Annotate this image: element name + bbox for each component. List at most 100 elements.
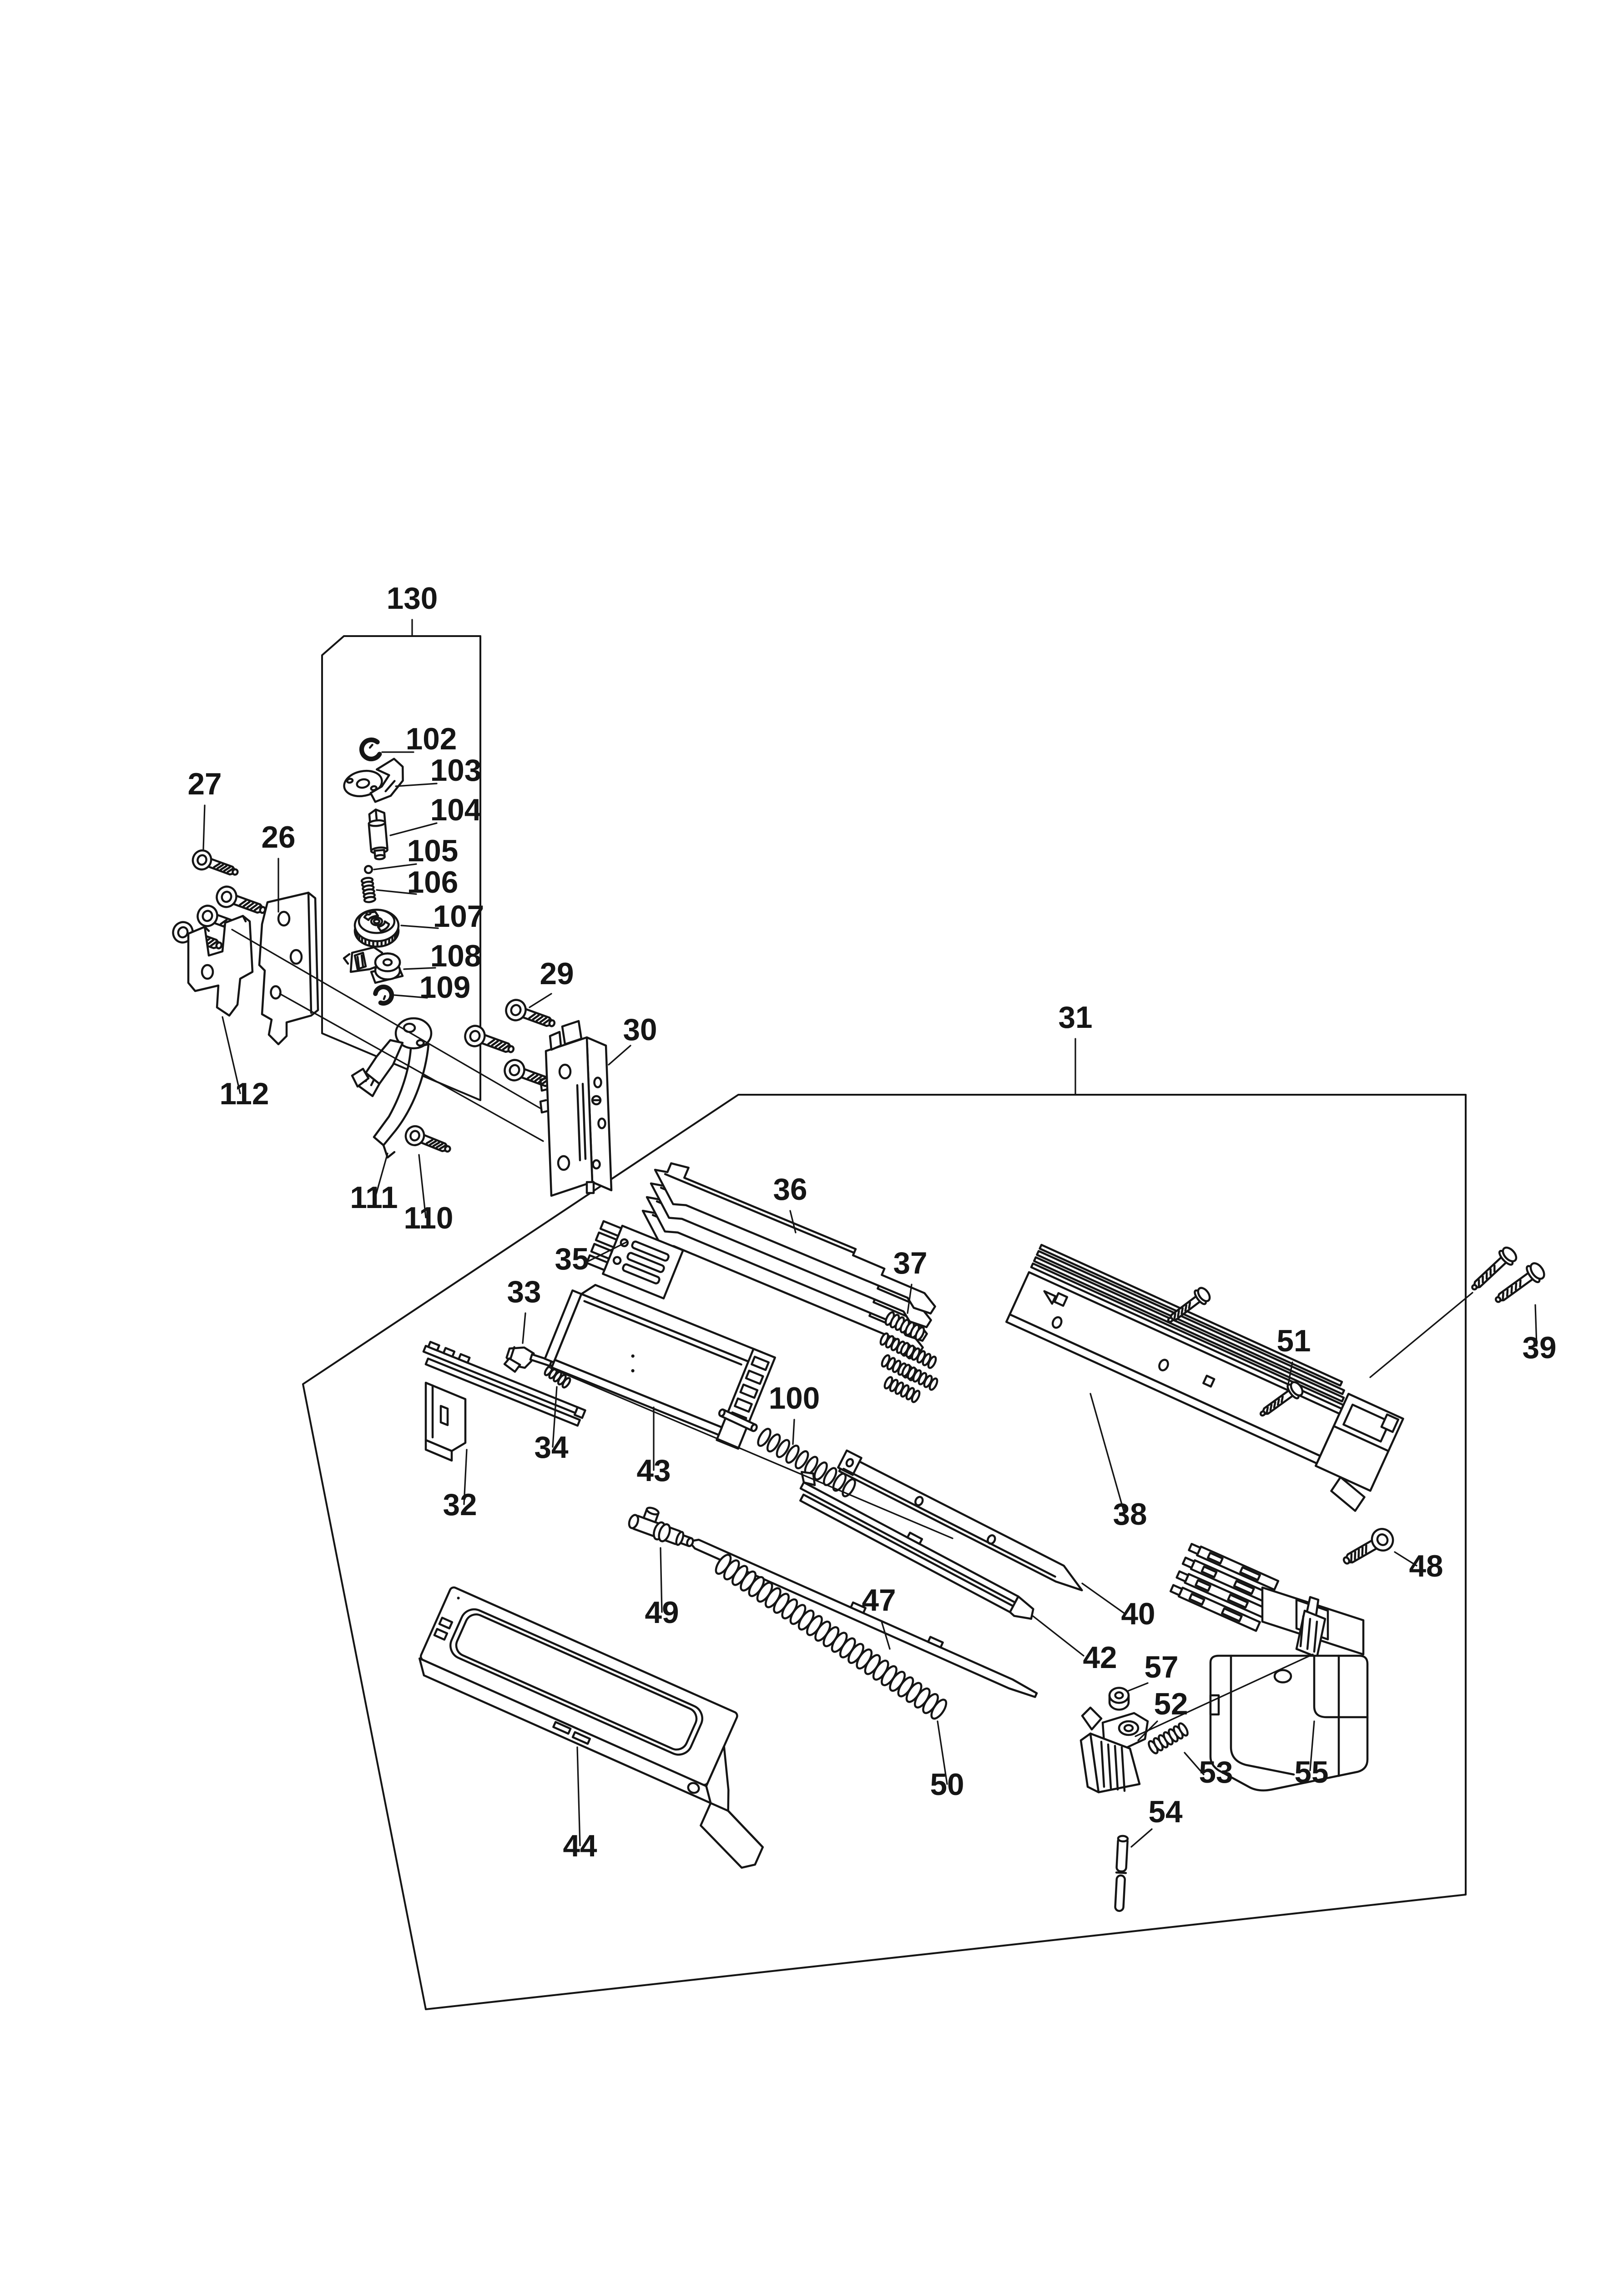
leader-line-47 <box>881 1621 891 1650</box>
part-label-106: 106 <box>407 865 459 900</box>
part-label-102: 102 <box>406 722 457 756</box>
part-label-109: 109 <box>419 971 471 1005</box>
part-55-lamination-pack <box>1169 1542 1280 1632</box>
part-label-103: 103 <box>430 753 482 788</box>
part-50-pusher-spring <box>715 1553 948 1720</box>
part-43-magazine-plate <box>544 1284 776 1450</box>
part-label-30: 30 <box>623 1013 657 1047</box>
part-105-ball <box>363 864 373 875</box>
part-104-pin <box>368 808 389 860</box>
part-32-rail <box>422 1340 586 1427</box>
assembly-reference-line <box>1135 1653 1314 1737</box>
part-51-screw <box>1259 1381 1304 1417</box>
part-label-29: 29 <box>540 957 574 991</box>
leader-line-35 <box>587 1241 627 1262</box>
part-label-48: 48 <box>1409 1549 1443 1583</box>
part-29-screw <box>505 999 556 1027</box>
leader-line-32 <box>463 1449 468 1505</box>
leader-line-55 <box>1309 1720 1315 1771</box>
part-label-44: 44 <box>563 1829 597 1863</box>
part-label-53: 53 <box>1199 1755 1233 1790</box>
part-49-latch-pin <box>628 1507 694 1547</box>
labels-and-leaders: 1303110210310410510610710810927261121111… <box>187 581 1556 1863</box>
assembly-reference-line <box>231 929 541 1109</box>
part-112-fork-bracket <box>187 915 254 1017</box>
part-label-112: 112 <box>220 1077 269 1111</box>
part-label-26: 26 <box>261 820 295 854</box>
part-label-37: 37 <box>893 1246 927 1280</box>
leader-line-105 <box>373 863 417 870</box>
leader-line-29 <box>529 993 552 1008</box>
leader-line-103 <box>395 783 438 787</box>
part-30-guide-plate <box>539 1020 613 1197</box>
part-100-rod <box>718 1408 758 1432</box>
part-27-screw <box>192 849 239 876</box>
part-label-108: 108 <box>430 939 482 973</box>
part-label-42: 42 <box>1083 1641 1117 1675</box>
part-label-38: 38 <box>1113 1497 1147 1532</box>
part-57-spacer <box>1108 1687 1130 1711</box>
part-37-spring <box>901 1364 938 1391</box>
leader-line-36 <box>789 1210 797 1234</box>
assembly-group-boxes <box>302 635 1467 2011</box>
part-label-100: 100 <box>769 1381 820 1416</box>
part-label-27: 27 <box>187 767 222 801</box>
part-108-lever-assembly <box>343 946 404 984</box>
leader-line-50 <box>937 1720 948 1785</box>
part-40-blade-guide <box>837 1449 1083 1592</box>
part-label-51: 51 <box>1276 1324 1311 1358</box>
part-103-stopper-plate <box>343 758 404 803</box>
part-label-107: 107 <box>433 900 484 934</box>
part-label-40: 40 <box>1121 1597 1155 1631</box>
assembly-reference-line <box>549 1367 953 1539</box>
part-55-nose-housing <box>1169 1542 1369 1792</box>
assembly-box-130 <box>321 635 482 1102</box>
part-label-32: 32 <box>443 1488 477 1522</box>
leader-line-107 <box>400 925 439 929</box>
part-label-36: 36 <box>773 1173 807 1207</box>
leader-line-52 <box>1137 1720 1158 1741</box>
leader-line-104 <box>389 822 438 836</box>
part-label-47: 47 <box>862 1583 896 1618</box>
part-label-104: 104 <box>430 793 482 827</box>
part-label-31: 31 <box>1058 1001 1092 1035</box>
leader-line-111 <box>374 1153 388 1198</box>
part-38-guide-rail <box>1005 1244 1404 1512</box>
assembly-reference-line <box>279 993 544 1142</box>
part-35-spacer-comb <box>585 1220 684 1299</box>
part-label-55: 55 <box>1294 1755 1328 1790</box>
part-110-screw <box>404 1125 451 1153</box>
part-39-screw <box>1471 1246 1518 1291</box>
part-106-spring <box>360 877 377 903</box>
leader-line-54 <box>1130 1828 1153 1848</box>
part-37-spring <box>900 1342 937 1369</box>
part-32-stopper-bracket <box>422 1340 586 1462</box>
part-label-110: 110 <box>404 1201 454 1235</box>
part-53-spring <box>1148 1722 1189 1754</box>
leader-line-51 <box>1287 1361 1293 1385</box>
part-label-105: 105 <box>407 834 459 868</box>
part-label-57: 57 <box>1144 1650 1178 1684</box>
part-label-39: 39 <box>1522 1331 1556 1365</box>
part-36-blade <box>654 1162 936 1315</box>
leader-line-39 <box>1534 1304 1538 1347</box>
leader-line-34 <box>552 1386 558 1448</box>
part-label-35: 35 <box>555 1242 589 1276</box>
leader-line-100 <box>792 1419 795 1445</box>
leader-line-33 <box>522 1312 526 1344</box>
leader-line-42 <box>1032 1615 1084 1657</box>
part-52-latch-knob <box>1079 1706 1149 1794</box>
part-33-latch <box>503 1346 553 1373</box>
part-29-screw <box>464 1025 515 1053</box>
part-26-plate <box>258 891 319 1046</box>
part-44-magazine-cover <box>418 1586 764 1869</box>
part-37-spring <box>884 1311 925 1341</box>
leader-line-40 <box>1081 1582 1125 1614</box>
part-label-111: 111 <box>350 1181 398 1215</box>
leader-line-57 <box>1126 1682 1149 1692</box>
part-label-130: 130 <box>387 581 438 616</box>
part-label-52: 52 <box>1154 1687 1188 1721</box>
leader-line-38 <box>1089 1393 1125 1515</box>
part-48-screw <box>1342 1528 1394 1565</box>
